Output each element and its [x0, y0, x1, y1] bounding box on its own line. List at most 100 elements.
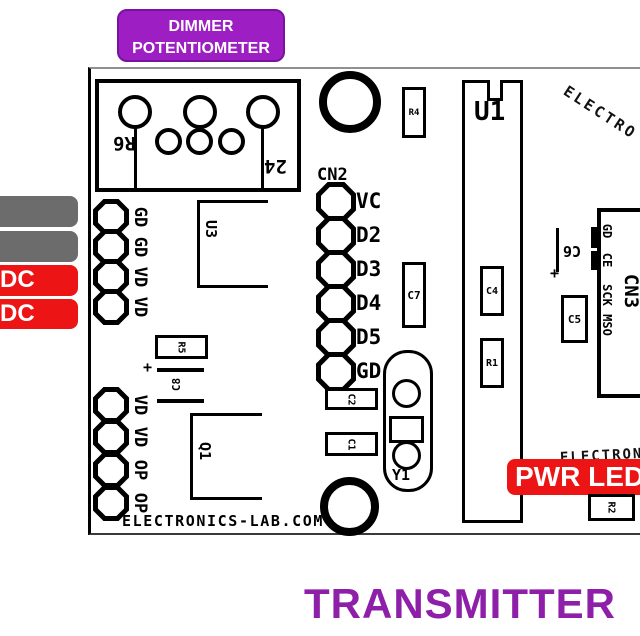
- header-tl-label-4: VD: [130, 296, 151, 318]
- component-u1: [462, 80, 523, 523]
- header-tl-pad-4: [93, 289, 129, 325]
- pot-lead-line: [261, 126, 264, 189]
- cn3-pin-label-ce: CE: [600, 252, 615, 268]
- header-bl-label-2: VD: [130, 426, 151, 448]
- pad-hole: [321, 221, 351, 251]
- wire-badge-vdc-2: DC: [0, 299, 78, 329]
- cn2-label: CN2: [317, 165, 348, 185]
- pot-pad-circle: [246, 95, 280, 129]
- cn2-pin-label-d4: D4: [356, 291, 382, 315]
- cn3-pin-label-mso: MSO: [599, 314, 614, 336]
- cn3-edge-pad: [591, 227, 600, 248]
- wire-badge-label: DC: [0, 266, 35, 293]
- pad-hole: [321, 187, 351, 217]
- wire-badge-gray-2: [0, 231, 78, 262]
- cn2-pad-1: [316, 182, 356, 222]
- y1-pad-circle: [392, 379, 421, 408]
- cn2-pin-label-d2: D2: [356, 223, 382, 247]
- component-c2: C2: [325, 388, 378, 410]
- pad-hole: [321, 289, 351, 319]
- footer-silkscreen-text: ELECTRONICS-LAB.COM: [122, 512, 324, 530]
- cn2-pad-5: [316, 318, 356, 358]
- c8-polarity-mark: +: [143, 358, 153, 376]
- pad-hole: [98, 204, 124, 230]
- mounting-hole-bottom: [320, 477, 379, 536]
- component-c4: C4: [480, 266, 504, 316]
- c6-plate-line: [556, 228, 559, 272]
- pad-hole: [321, 357, 351, 387]
- cn2-pad-6: [316, 352, 356, 392]
- wire-badge-label: DC: [0, 300, 35, 327]
- cn2-pad-3: [316, 250, 356, 290]
- pot-pad-circle-small: [186, 128, 213, 155]
- component-c7: C7: [402, 262, 426, 328]
- pot-pad-circle-small: [155, 128, 182, 155]
- cn2-pad-4: [316, 284, 356, 324]
- u1-label: U1: [474, 97, 506, 127]
- pad-hole: [321, 255, 351, 285]
- board-outline: [88, 67, 640, 535]
- c8-plate-line: [157, 399, 204, 403]
- pad-hole: [98, 457, 124, 483]
- pad-hole: [98, 424, 124, 450]
- mounting-hole-top: [319, 71, 381, 133]
- pad-hole: [98, 234, 124, 260]
- page-title: TRANSMITTER: [304, 580, 616, 627]
- header-bl-pad-2: [93, 419, 129, 455]
- c6-polarity-mark: +: [550, 264, 560, 282]
- wire-badge-vdc-1: DC: [0, 265, 78, 296]
- component-u3-outline: [197, 200, 268, 288]
- y1-body-rect: [389, 416, 424, 443]
- header-bl-label-4: OP: [130, 492, 151, 514]
- c8-label: C8: [170, 377, 184, 392]
- c8-plate-line: [157, 368, 204, 372]
- pot-lead-line: [134, 126, 137, 189]
- c5-label: C5: [567, 312, 582, 326]
- cn2-pin-label-d3: D3: [356, 257, 382, 281]
- u1-pin1-notch: [487, 80, 503, 101]
- wire-badge-gray-1: [0, 196, 78, 227]
- pot-pin-number-label: 24: [264, 155, 287, 177]
- component-c5: C5: [561, 295, 588, 343]
- component-c1: C1: [325, 432, 378, 456]
- c1-label: C1: [345, 437, 357, 451]
- header-bl-pad-1: [93, 387, 129, 423]
- header-bl-pad-4: [93, 485, 129, 521]
- pad-hole: [98, 264, 124, 290]
- component-r2: R2: [588, 494, 635, 521]
- pad-hole: [321, 323, 351, 353]
- u3-label: U3: [202, 219, 221, 239]
- component-r1: R1: [480, 338, 504, 388]
- y1-label: Y1: [392, 466, 411, 484]
- component-r5: R5: [155, 335, 208, 359]
- pwr-led-label: PWR LED: [515, 461, 640, 492]
- dimmer-badge-line2: POTENTIOMETER: [132, 39, 270, 57]
- header-bl-pad-3: [93, 452, 129, 488]
- y1-pad-circle: [392, 441, 421, 470]
- pot-pad-circle: [183, 95, 217, 129]
- pot-pad-circle-small: [218, 128, 245, 155]
- header-tl-pad-3: [93, 259, 129, 295]
- c2-label: C2: [345, 392, 357, 406]
- cn3-label: CN3: [620, 273, 640, 309]
- pad-hole: [98, 392, 124, 418]
- cn2-pin-label-d5: D5: [356, 325, 382, 349]
- header-tl-label-3: VD: [130, 266, 151, 288]
- pad-hole: [98, 490, 124, 516]
- cn2-pad-2: [316, 216, 356, 256]
- component-cn3-outline: [597, 208, 640, 398]
- header-tl-label-2: GD: [130, 236, 151, 258]
- cn2-pin-label-gd: GD: [356, 359, 382, 383]
- header-bl-label-1: VD: [130, 394, 151, 416]
- r5-label: R5: [175, 340, 187, 354]
- pwr-led-badge: PWR LED: [507, 459, 640, 495]
- r2-label: R2: [605, 501, 617, 514]
- cn3-pin-label-gd: GD: [600, 223, 615, 239]
- dimmer-potentiometer-badge: DIMMER POTENTIOMETER: [117, 9, 285, 62]
- cn2-pin-label-vc: VC: [356, 189, 382, 213]
- pad-hole: [98, 294, 124, 320]
- pot-pad-circle: [118, 95, 152, 129]
- c4-label: C4: [485, 285, 499, 297]
- pot-ref-label: R6: [113, 132, 136, 154]
